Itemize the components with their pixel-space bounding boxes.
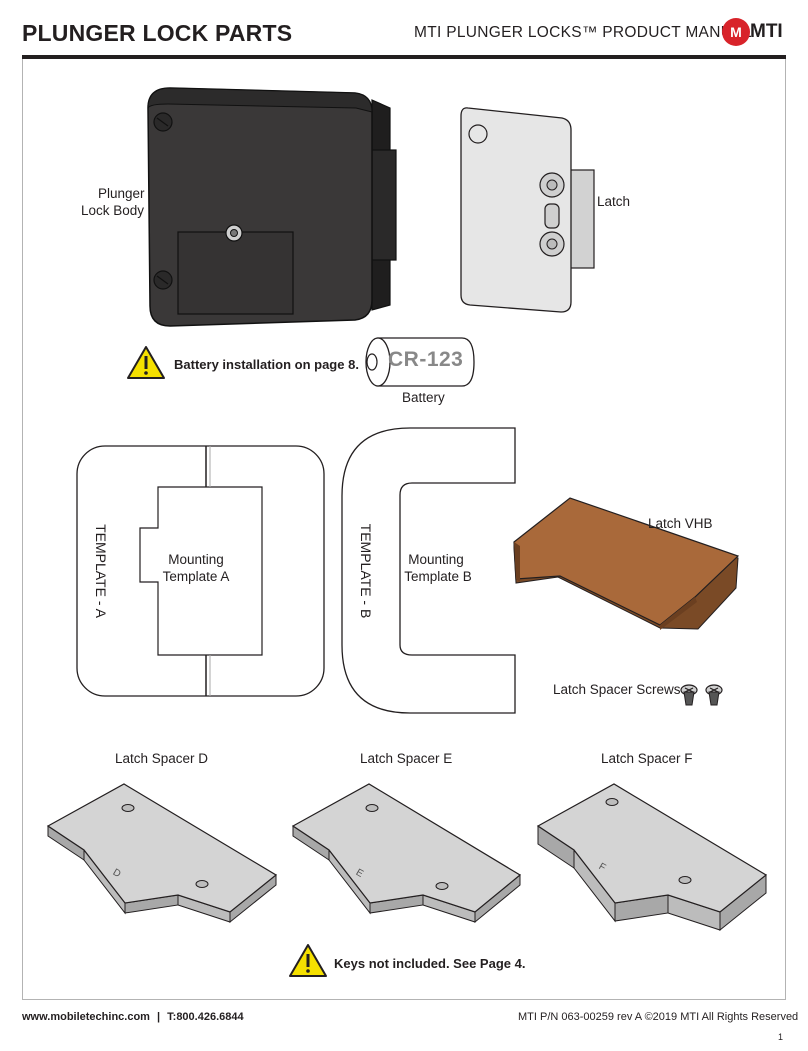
battery-print: CR-123 (388, 348, 464, 371)
plunger-lock-body-label-line1: Plunger (98, 186, 145, 201)
latch-vhb-image (513, 497, 740, 630)
mti-logo-icon: M (722, 18, 750, 46)
template-b-label-line1: Mounting (408, 552, 464, 567)
template-b-side-text: TEMPLATE - B (358, 523, 374, 619)
footer-contact: www.mobiletechinc.com | T:800.426.6844 (22, 1011, 244, 1023)
plunger-lock-body-label-line2: Lock Body (80, 203, 144, 218)
manual-title: MTI PLUNGER LOCKS™ PRODUCT MANUAL (414, 24, 752, 41)
template-b-label-line2: Template B (404, 569, 472, 584)
battery-warning-icon (127, 346, 165, 379)
battery-label: Battery (402, 390, 445, 405)
latch-spacer-d-image (46, 783, 278, 924)
latch-spacer-f-image (536, 783, 768, 932)
latch-spacer-d-label: Latch Spacer D (115, 751, 209, 766)
plunger-lock-body-image (147, 87, 397, 327)
battery-warning-text: Battery installation on page 8. (174, 357, 359, 372)
latch-spacer-screws-label: Latch Spacer Screws (553, 682, 681, 697)
battery-image (365, 337, 475, 387)
template-a-label-line1: Mounting (168, 552, 224, 567)
latch-spacer-f-label: Latch Spacer F (601, 751, 693, 766)
keys-warning-icon (289, 944, 327, 977)
template-a-side-text: TEMPLATE - A (93, 524, 109, 618)
latch-label: Latch (597, 194, 631, 209)
footer-website[interactable]: www.mobiletechinc.com (22, 1011, 150, 1023)
footer-separator: | (157, 1011, 161, 1023)
template-a-image (76, 445, 325, 697)
footer-part-number: MTI P/N 063-00259 rev A ©2019 MTI All Ri… (518, 1011, 799, 1023)
template-b-image (341, 427, 516, 714)
footer-phone: T:800.426.6844 (167, 1011, 244, 1023)
latch-spacer-screws-image (680, 684, 723, 706)
page-number: 1 (778, 1032, 784, 1042)
latch-spacer-e-image (291, 783, 522, 924)
latch-image (460, 107, 595, 313)
mti-logo-text: MTI (750, 21, 783, 42)
latch-spacer-e-label: Latch Spacer E (360, 751, 453, 766)
page-title: PLUNGER LOCK PARTS (22, 20, 293, 46)
keys-warning-text: Keys not included. See Page 4. (334, 956, 526, 971)
latch-vhb-label: Latch VHB (648, 516, 713, 531)
template-a-label-line2: Template A (162, 569, 230, 584)
header-rule (22, 55, 786, 59)
content-frame (22, 59, 786, 1000)
